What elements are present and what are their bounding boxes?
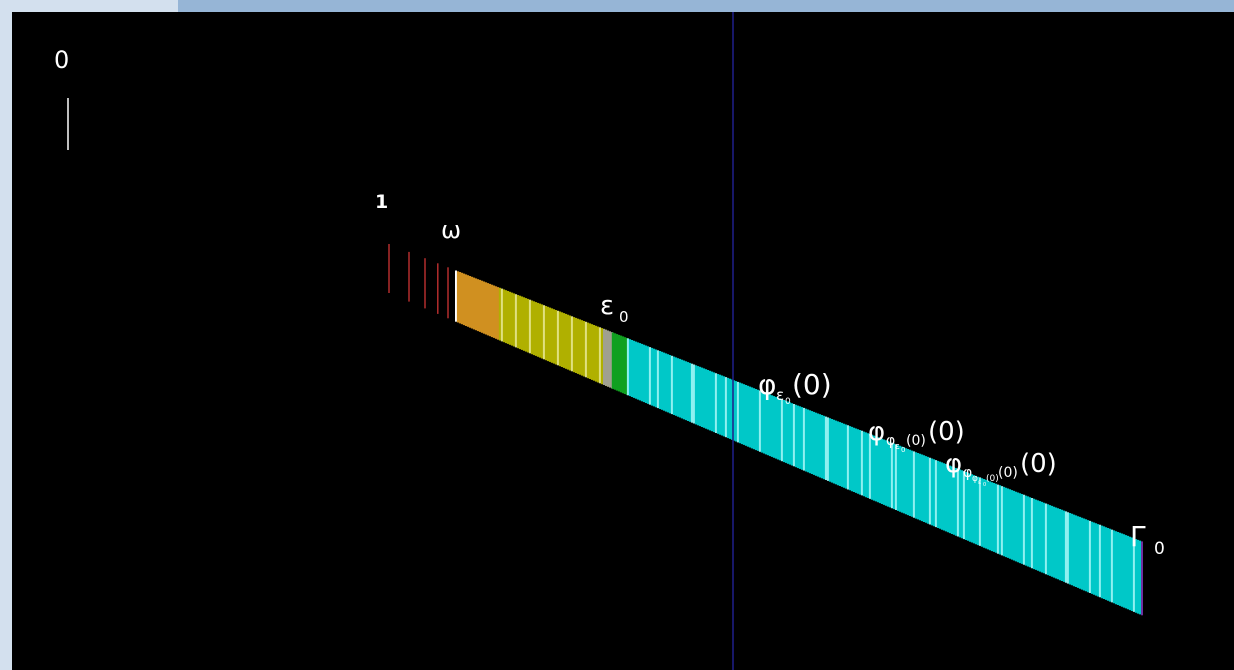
svg-text:0: 0 xyxy=(785,397,791,407)
svg-text:0: 0 xyxy=(619,308,629,326)
svg-text:Γ: Γ xyxy=(1130,520,1146,553)
label-one: 1 xyxy=(375,191,388,213)
label-phi-phi-phi-epsilon0-of-zero: φ φ φ ε 0 (0) (0) (0) xyxy=(945,449,1057,488)
window-frame-top-tab xyxy=(0,0,178,12)
ordinal-strip-diagram: 0 1 ω ε 0 φ ε 0 (0) φ φ ε 0 (0) (0) φ φ … xyxy=(54,12,1165,670)
ordinal-strip xyxy=(388,244,1143,616)
svg-text:ε: ε xyxy=(895,442,900,452)
svg-text:φ: φ xyxy=(963,465,972,481)
svg-text:φ: φ xyxy=(886,433,895,449)
label-zero: 0 xyxy=(54,46,69,74)
svg-text:φ: φ xyxy=(758,368,776,401)
window-frame-left xyxy=(0,0,12,670)
svg-text:ε: ε xyxy=(978,479,981,486)
ordinal-canvas: 0 1 ω ε 0 φ ε 0 (0) φ φ ε 0 (0) (0) φ φ … xyxy=(12,12,1234,670)
svg-text:φ: φ xyxy=(972,474,978,484)
svg-text:(0): (0) xyxy=(928,417,965,447)
label-gamma-zero: Γ 0 xyxy=(1130,520,1165,559)
svg-text:(0): (0) xyxy=(906,433,926,449)
svg-text:(0): (0) xyxy=(1020,449,1057,479)
svg-text:(0): (0) xyxy=(792,368,832,401)
svg-text:0: 0 xyxy=(901,446,905,454)
label-phi-phi-epsilon0-of-zero: φ φ ε 0 (0) (0) xyxy=(868,417,965,454)
svg-text:(0): (0) xyxy=(998,465,1018,481)
label-omega: ω xyxy=(441,216,461,244)
window-frame-top-bar xyxy=(178,0,1234,12)
label-epsilon-zero: ε 0 xyxy=(600,291,629,326)
svg-text:0: 0 xyxy=(1154,539,1165,559)
svg-text:ε: ε xyxy=(600,291,614,321)
svg-text:0: 0 xyxy=(983,482,986,488)
svg-text:ε: ε xyxy=(776,386,784,404)
svg-text:φ: φ xyxy=(945,449,962,479)
svg-text:φ: φ xyxy=(868,417,885,447)
svg-text:(0): (0) xyxy=(986,474,999,484)
label-phi-epsilon0-of-zero: φ ε 0 (0) xyxy=(758,368,832,407)
